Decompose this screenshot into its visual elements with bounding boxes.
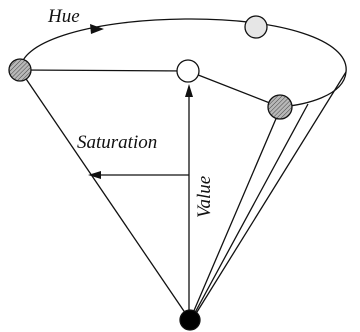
marker-right-hatched	[267, 94, 293, 120]
marker-apex-black	[179, 309, 201, 331]
saturation-arrow-head	[88, 171, 101, 179]
marker-top-light	[244, 15, 268, 39]
marker-left-hatched	[8, 58, 32, 82]
radius-line-right	[187, 70, 281, 108]
value-arrow-head	[185, 84, 193, 97]
hue-label: Hue	[47, 6, 80, 27]
marker-center-white	[176, 59, 200, 83]
radius-line-left	[19, 69, 189, 72]
cone-line-inner	[190, 103, 309, 321]
cone-line-to-marker	[189, 106, 282, 321]
saturation-label: Saturation	[77, 132, 157, 153]
hue-arrow-head	[90, 24, 104, 34]
value-label: Value	[194, 176, 215, 218]
cone-right-edge	[191, 71, 347, 321]
cone-left-edge	[19, 69, 191, 321]
